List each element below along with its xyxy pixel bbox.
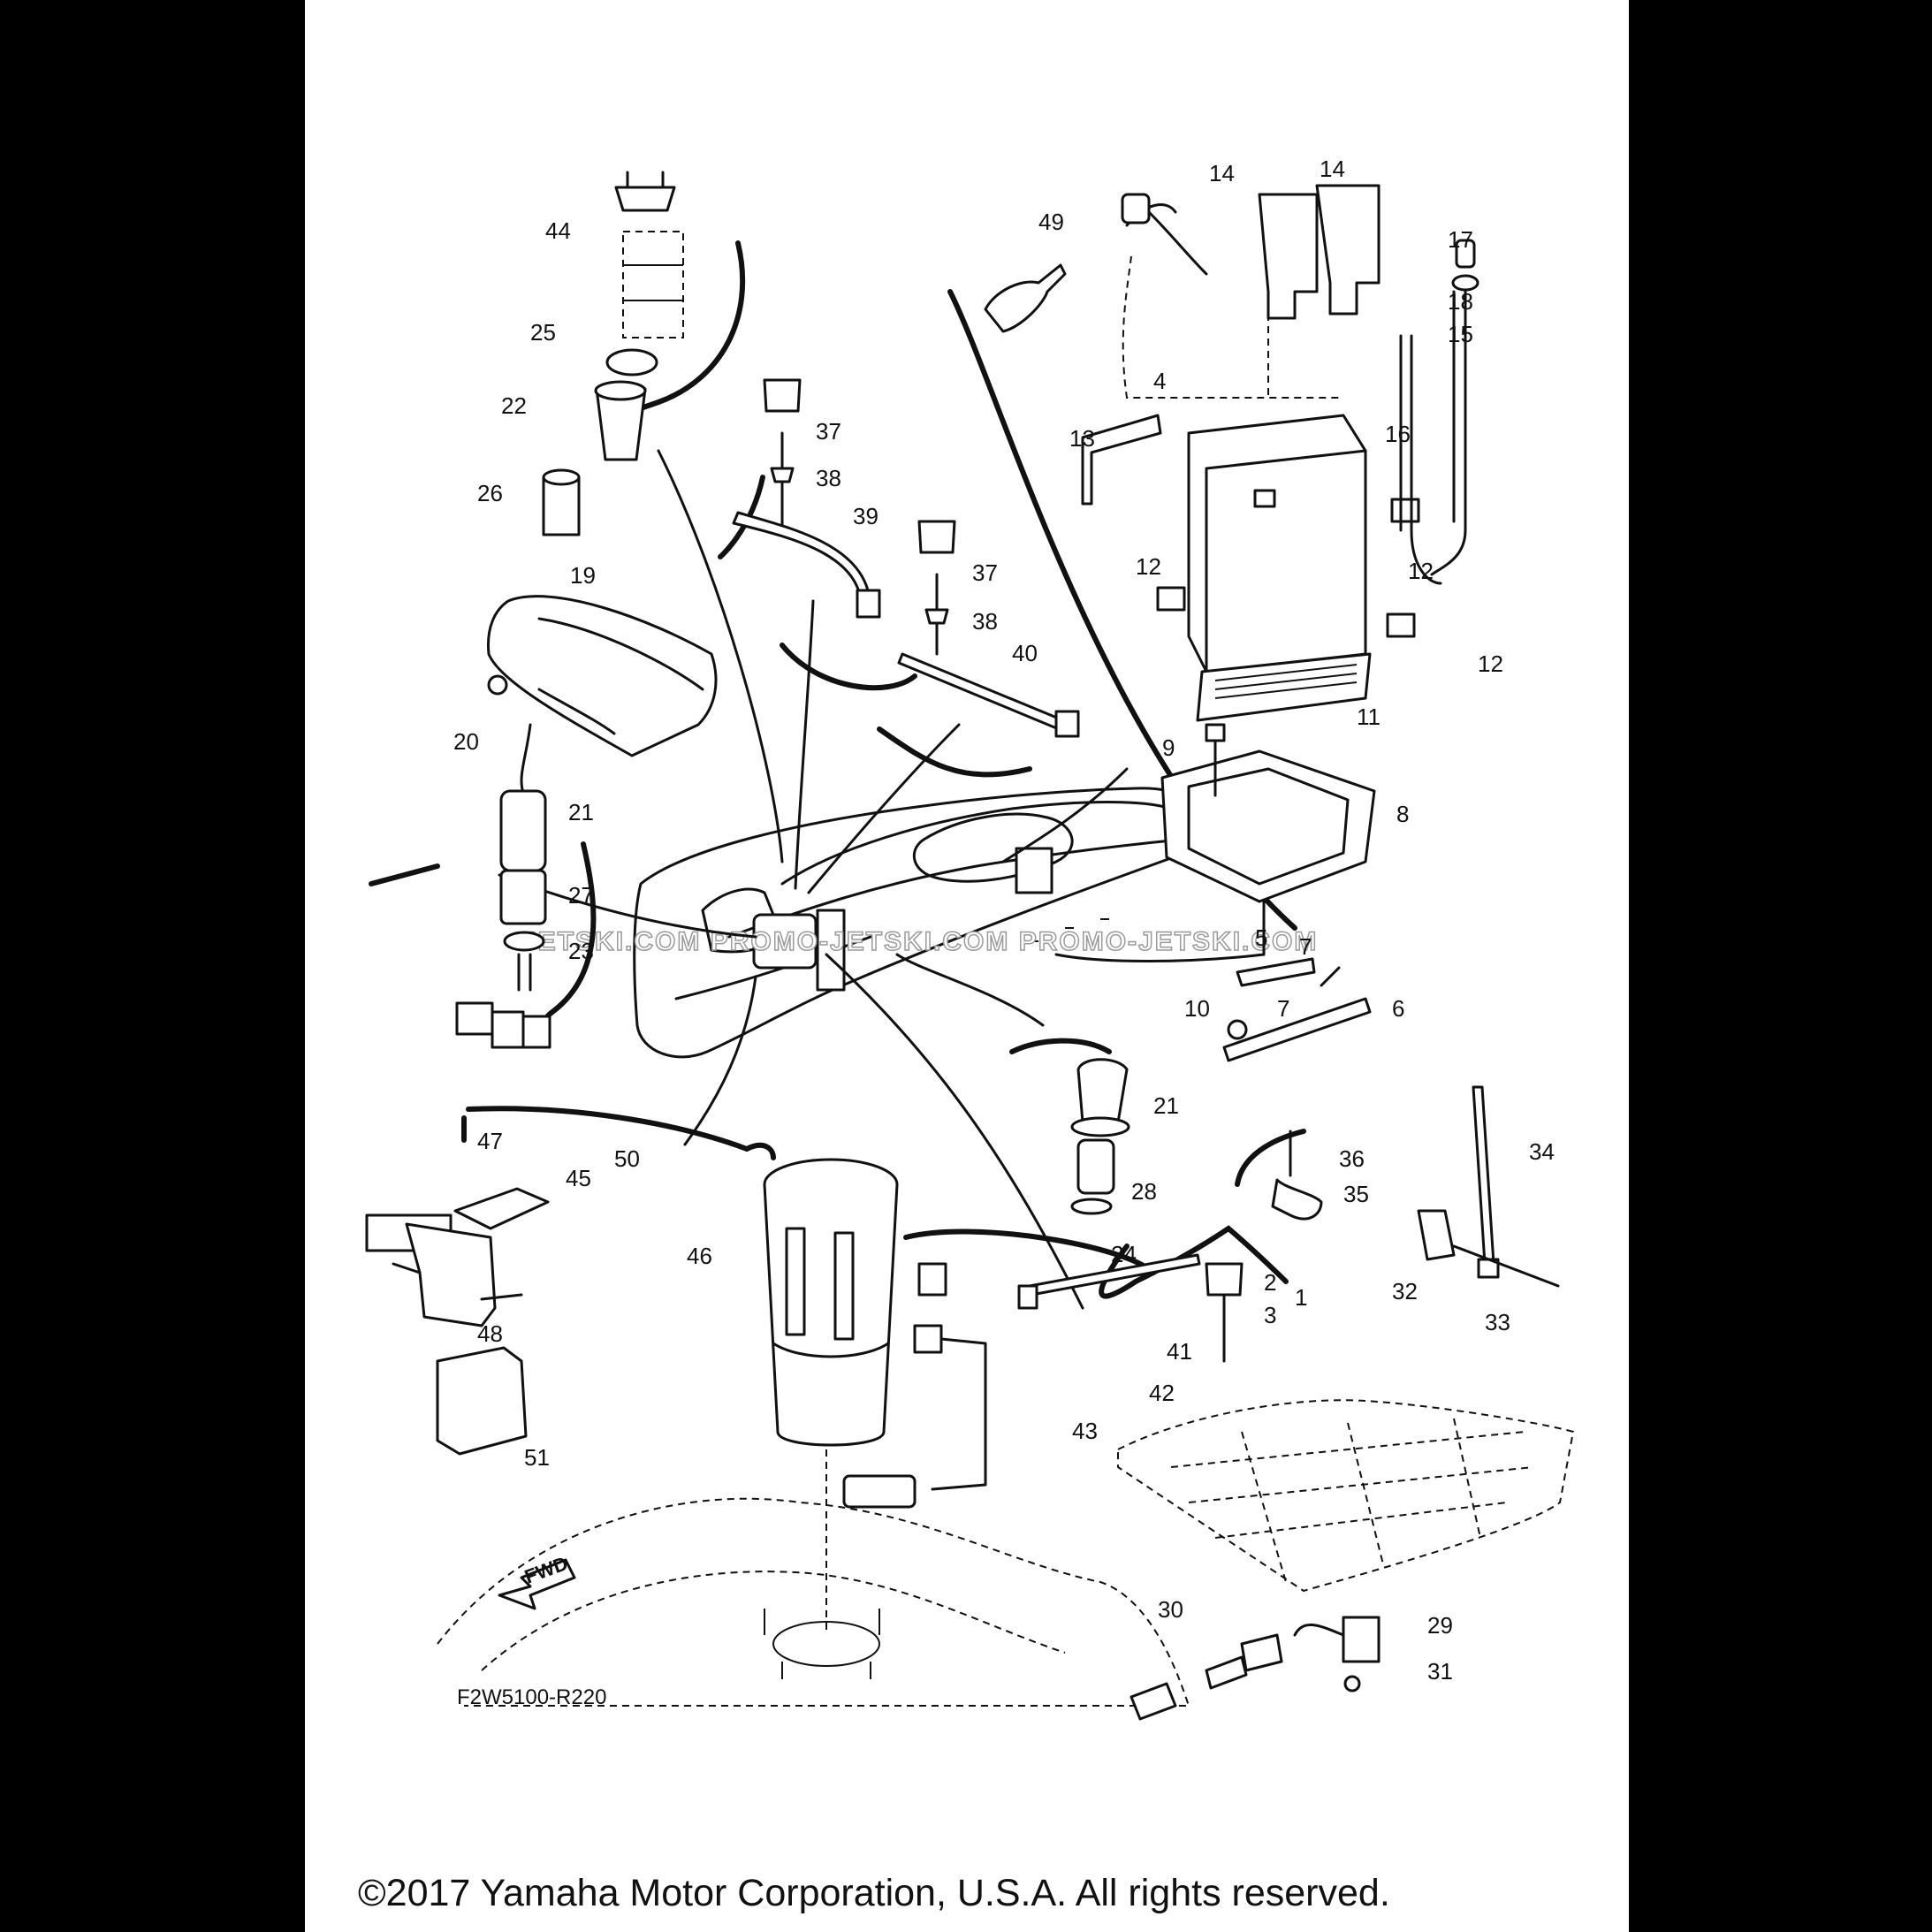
callout-38b: 38	[972, 608, 998, 635]
callout-21a: 21	[568, 799, 594, 825]
fuel-pump-assembly	[763, 1158, 987, 1635]
callout-36: 36	[1339, 1145, 1365, 1172]
jet-ski-illustration	[633, 787, 1205, 1059]
callout-41: 41	[1167, 1338, 1192, 1365]
battery-assembly	[984, 184, 1420, 722]
callout-28: 28	[1131, 1178, 1157, 1205]
callout-14b: 14	[1320, 156, 1345, 182]
callout-23: 23	[568, 938, 594, 964]
diagram-code: F2W5100-R220	[457, 1685, 606, 1709]
callout-32: 32	[1392, 1278, 1418, 1304]
callout-39: 39	[853, 503, 879, 529]
callout-21b: 21	[1153, 1092, 1179, 1119]
callout-44: 44	[545, 217, 571, 244]
leader-arrows	[498, 449, 1266, 1310]
hull-floor	[437, 1497, 1190, 1707]
callout-24: 24	[1111, 1241, 1137, 1267]
callout-46: 46	[687, 1243, 712, 1269]
callout-42: 42	[1149, 1380, 1175, 1406]
callout-4: 4	[1153, 368, 1166, 394]
callout-17: 17	[1448, 226, 1473, 253]
callout-20: 20	[453, 728, 479, 755]
bracket-unit-assembly	[365, 1187, 550, 1456]
meter-assembly	[455, 595, 718, 1049]
floor-grate	[1117, 1399, 1575, 1593]
callout-51: 51	[524, 1444, 550, 1471]
callout-37a: 37	[816, 418, 841, 445]
callout-1: 1	[1295, 1284, 1307, 1311]
callout-7b: 7	[1277, 995, 1289, 1022]
forward-direction-arrow: FWD	[498, 1552, 576, 1610]
clip-assembly	[1271, 1085, 1560, 1288]
callout-49: 49	[1038, 209, 1064, 235]
callout-7a: 7	[1299, 933, 1312, 960]
callout-50: 50	[614, 1145, 640, 1172]
callout-8: 8	[1396, 801, 1409, 827]
callout-31: 31	[1427, 1658, 1453, 1685]
callout-2: 2	[1264, 1269, 1276, 1296]
callout-37b: 37	[972, 559, 998, 586]
callout-35: 35	[1343, 1181, 1369, 1207]
sleeve-assembly	[1070, 1058, 1130, 1215]
callout-26: 26	[477, 480, 503, 506]
callout-25: 25	[530, 319, 556, 346]
callout-45: 45	[566, 1165, 591, 1191]
callout-34: 34	[1529, 1138, 1555, 1165]
callout-18: 18	[1448, 288, 1473, 315]
callout-12a: 12	[1136, 553, 1161, 580]
callout-10: 10	[1184, 995, 1210, 1022]
callout-labels: 1 2 3 4 5 6 7 7 8 9 10 11 12 12 12 12 13…	[453, 156, 1555, 1685]
callout-13: 13	[1069, 425, 1095, 452]
callout-12b: 12	[1408, 558, 1434, 584]
clamp-assembly-upper	[732, 378, 1080, 738]
callout-40: 40	[1012, 640, 1038, 666]
callout-11: 11	[1357, 704, 1381, 730]
callout-15: 15	[1448, 321, 1473, 347]
callout-30: 30	[1158, 1596, 1183, 1623]
callout-9: 9	[1162, 734, 1175, 761]
callout-38a: 38	[816, 465, 841, 491]
callout-16: 16	[1385, 421, 1411, 447]
callout-12c: 12	[1478, 650, 1503, 677]
filter-assembly	[542, 171, 684, 536]
callout-29: 29	[1427, 1612, 1453, 1639]
strap-and-clip	[1017, 1253, 1244, 1363]
callout-43: 43	[1072, 1418, 1098, 1444]
copyright-notice: ©2017 Yamaha Motor Corporation, U.S.A. A…	[358, 1872, 1390, 1914]
callout-19: 19	[570, 562, 596, 589]
breather-hose	[1399, 239, 1479, 585]
battery-box	[1160, 723, 1376, 1062]
callout-22: 22	[501, 392, 527, 419]
callout-48: 48	[477, 1320, 503, 1347]
callout-14a: 14	[1209, 160, 1235, 186]
callout-47: 47	[477, 1128, 503, 1154]
callout-33: 33	[1485, 1309, 1510, 1335]
callout-3: 3	[1264, 1302, 1276, 1328]
watermark-text: JETSKI.COM PROMO-JETSKI.COM PROMO-JETSKI…	[521, 927, 1318, 956]
callout-5: 5	[1255, 924, 1267, 951]
bilge-assembly	[1130, 1616, 1381, 1721]
callout-6: 6	[1392, 995, 1404, 1022]
callout-27: 27	[568, 882, 594, 909]
parts-diagram-sheet: JETSKI.COM PROMO-JETSKI.COM PROMO-JETSKI…	[305, 0, 1629, 1932]
